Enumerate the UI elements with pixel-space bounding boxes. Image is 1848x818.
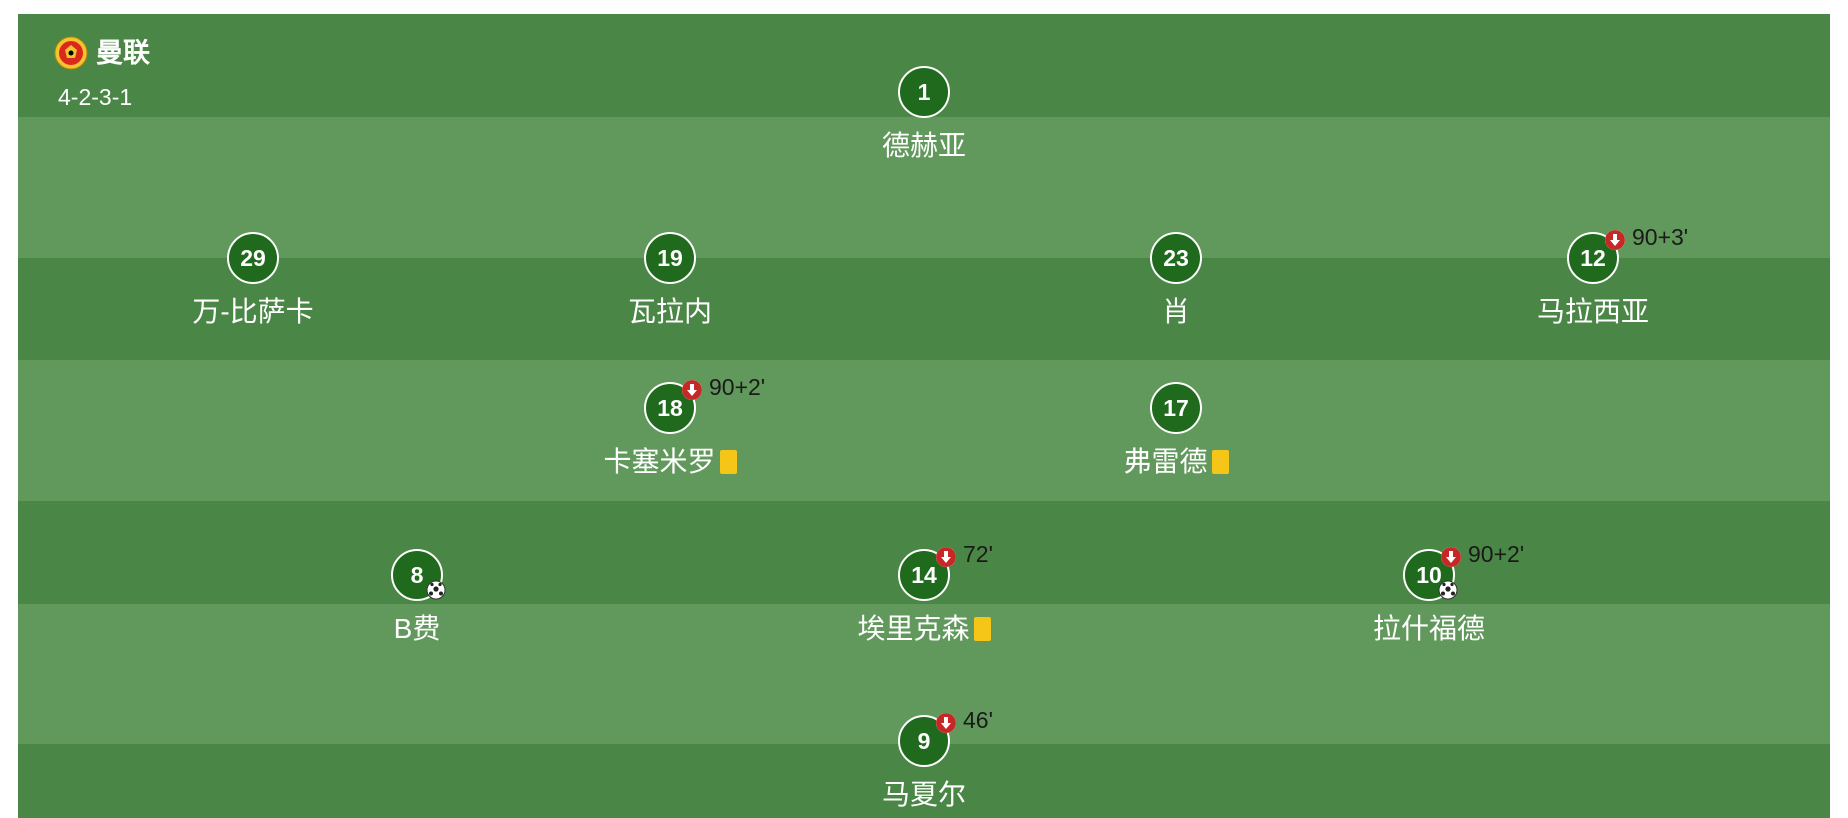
sub-off-time: 46' bbox=[963, 707, 993, 733]
sub-off-time: 90+3' bbox=[1632, 224, 1689, 250]
sub-off-arrow-icon bbox=[1441, 547, 1461, 567]
formation-label: 4-2-3-1 bbox=[58, 84, 133, 110]
goal-ball-icon bbox=[426, 580, 446, 600]
player-name: 马拉西亚 bbox=[1536, 296, 1649, 327]
player-ldm[interactable]: 17 弗雷德 bbox=[1026, 382, 1326, 502]
player-number-badge: 29 bbox=[227, 232, 279, 284]
player-name: 德赫亚 bbox=[881, 130, 966, 161]
player-name: 瓦拉内 bbox=[627, 296, 712, 327]
sub-off-arrow-icon bbox=[1605, 230, 1625, 250]
player-st[interactable]: 9 46' 马夏尔 bbox=[774, 707, 1074, 818]
player-name: 卡塞米罗 bbox=[603, 446, 716, 477]
pitch-stripe bbox=[18, 360, 1830, 501]
sub-off-arrow-icon bbox=[682, 380, 702, 400]
player-number-badge: 18 bbox=[644, 382, 696, 434]
sub-off-time: 90+2' bbox=[1468, 541, 1525, 567]
player-number-badge: 17 bbox=[1150, 382, 1202, 434]
player-rb[interactable]: 29 万-比萨卡 bbox=[103, 232, 403, 352]
player-name: B费 bbox=[393, 613, 441, 644]
player-number-badge: 1 bbox=[898, 66, 950, 118]
player-gk[interactable]: 1 德赫亚 bbox=[774, 66, 1074, 186]
player-name: 拉什福德 bbox=[1372, 613, 1485, 644]
pitch-stripe bbox=[18, 258, 1830, 360]
sub-off-time: 90+2' bbox=[709, 374, 766, 400]
goal-ball-icon bbox=[1438, 580, 1458, 600]
lineup-pitch: 曼联 4-2-3-1 1 德赫亚 29 万-比萨卡 19 瓦拉内 23 肖 12… bbox=[18, 14, 1830, 818]
yellow-card-icon bbox=[1211, 450, 1229, 474]
pitch-stripe bbox=[18, 117, 1830, 258]
player-name: 弗雷德 bbox=[1123, 446, 1208, 477]
player-rdm[interactable]: 18 90+2' 卡塞米罗 bbox=[520, 374, 820, 502]
yellow-card-icon bbox=[719, 450, 737, 474]
team-name: 曼联 bbox=[96, 38, 150, 68]
team-header: 曼联 bbox=[54, 36, 150, 70]
player-name: 埃里克森 bbox=[857, 613, 970, 644]
player-lam[interactable]: 10 90+2' 拉什福德 bbox=[1279, 541, 1579, 669]
sub-off-time: 72' bbox=[963, 541, 993, 567]
player-number-badge: 19 bbox=[644, 232, 696, 284]
player-name: 马夏尔 bbox=[881, 779, 966, 810]
player-rcb[interactable]: 19 瓦拉内 bbox=[520, 232, 820, 352]
player-name: 万-比萨卡 bbox=[192, 296, 314, 327]
player-number-badge: 10 bbox=[1403, 549, 1455, 601]
sub-off-arrow-icon bbox=[936, 713, 956, 733]
player-cam[interactable]: 14 72' 埃里克森 bbox=[774, 541, 1074, 669]
player-ram[interactable]: 8 B费 bbox=[267, 549, 567, 669]
player-lcb[interactable]: 23 肖 bbox=[1026, 232, 1326, 352]
sub-off-arrow-icon bbox=[936, 547, 956, 567]
player-lb[interactable]: 12 90+3' 马拉西亚 bbox=[1443, 224, 1743, 352]
yellow-card-icon bbox=[973, 617, 991, 641]
player-number-badge: 23 bbox=[1150, 232, 1202, 284]
manchester-united-crest-icon bbox=[54, 36, 88, 70]
player-name: 肖 bbox=[1161, 296, 1190, 327]
